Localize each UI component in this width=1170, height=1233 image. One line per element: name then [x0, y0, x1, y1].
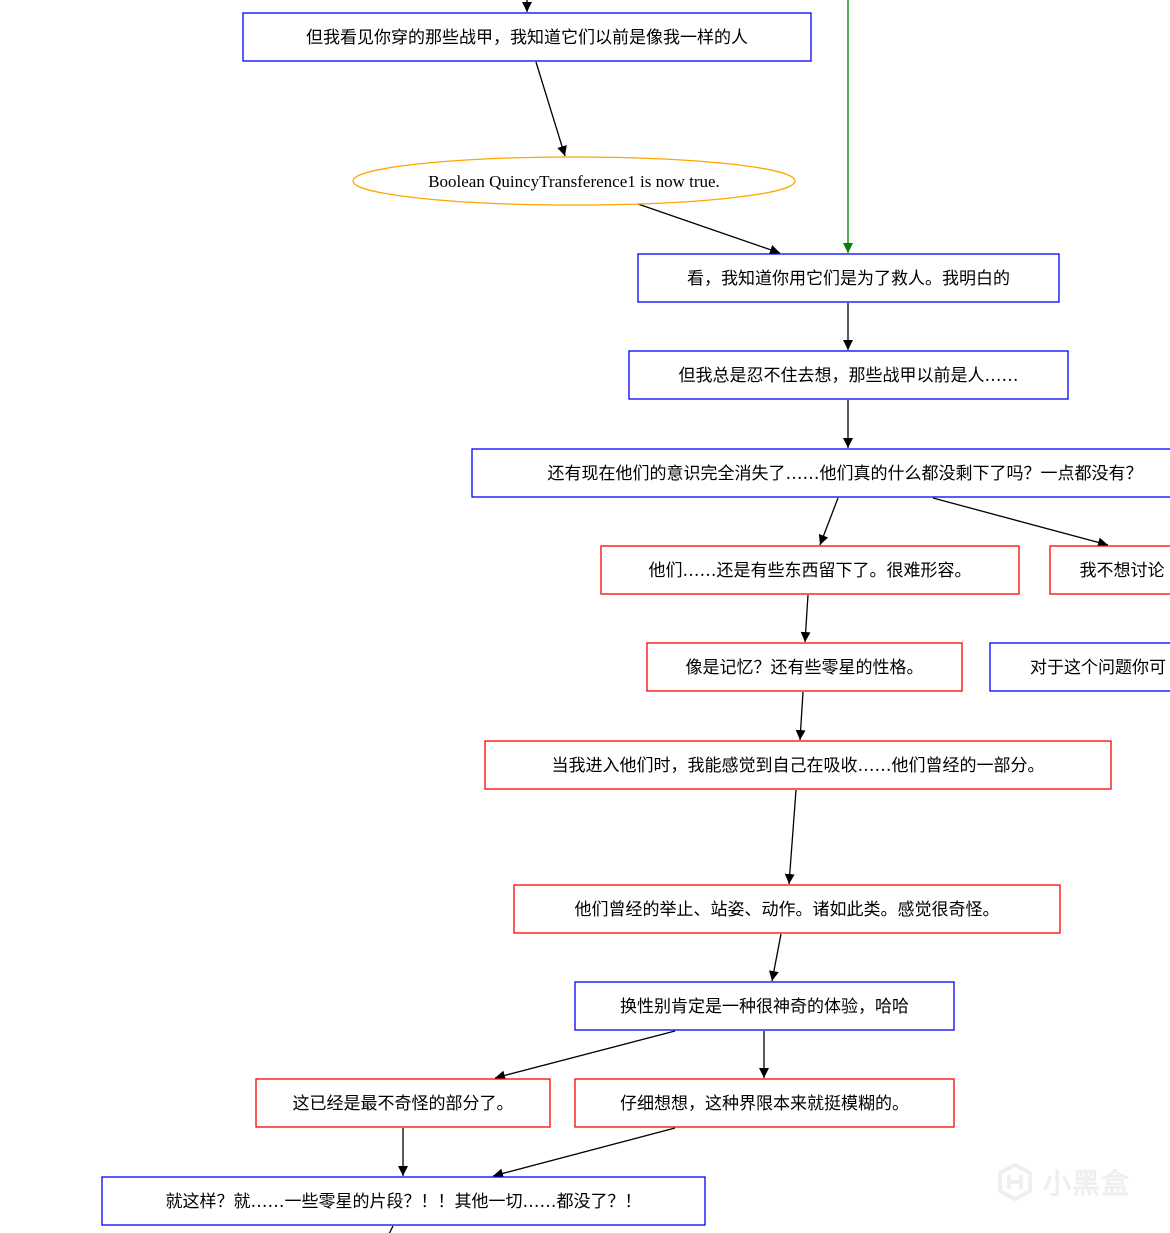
node-label: 他们曾经的举止、站姿、动作。诸如此类。感觉很奇怪。: [575, 900, 1000, 920]
dialogue-node-n12[interactable]: 换性别肯定是一种很神奇的体验，哈哈: [574, 981, 955, 1031]
node-box: [628, 350, 1069, 400]
node-label: 换性别肯定是一种很神奇的体验，哈哈: [620, 997, 909, 1017]
node-label: 但我看见你穿的那些战甲，我知道它们以前是像我一样的人: [306, 28, 748, 48]
node-label: 但我总是忍不住去想，那些战甲以前是人……: [679, 366, 1019, 386]
node-box: [513, 884, 1061, 934]
edge-n14-to-n15: [492, 1127, 676, 1179]
edge-n5-to-n7: [932, 497, 1109, 548]
node-box: [484, 740, 1112, 790]
dialogue-node-n15[interactable]: 就这样？就……一些零星的片段？！！其他一切……都没了？！: [101, 1176, 706, 1226]
edge-n10-to-n11: [784, 789, 797, 885]
edge-n5-to-n6: [818, 497, 839, 546]
node-label: 我不想讨论: [1080, 561, 1165, 581]
edge-n1-to-n2: [535, 61, 567, 157]
dialogue-node-n11[interactable]: 他们曾经的举止、站姿、动作。诸如此类。感觉很奇怪。: [513, 884, 1061, 934]
dialogue-node-n9[interactable]: 对于这个问题你可: [989, 642, 1170, 692]
node-box: [989, 642, 1170, 692]
dialogue-node-n5[interactable]: 还有现在他们的意识完全消失了……他们真的什么都没剩下了吗？一点都没有？: [471, 448, 1170, 498]
node-label: 就这样？就……一些零星的片段？！！其他一切……都没了？！: [166, 1192, 642, 1212]
dialogue-node-n2[interactable]: Boolean QuincyTransference1 is now true.: [352, 156, 796, 206]
edge-n2-to-n3: [637, 203, 781, 255]
node-ellipse: [352, 156, 796, 206]
node-box: [574, 1078, 955, 1128]
node-box: [101, 1176, 706, 1226]
node-label: 对于这个问题你可: [1030, 658, 1166, 678]
xiaoheihe-logo-icon: [998, 1162, 1032, 1202]
watermark-text: 小黑盒: [1043, 1167, 1131, 1200]
node-label: 这已经是最不奇怪的部分了。: [293, 1094, 514, 1114]
watermark: 小黑盒: [995, 1160, 1145, 1204]
dialogue-node-n8[interactable]: 像是记忆？还有些零星的性格。: [646, 642, 963, 692]
node-box: [1049, 545, 1170, 595]
node-box: [574, 981, 955, 1031]
edges-layer: [388, 0, 1109, 1233]
node-box: [600, 545, 1020, 595]
dialogue-node-n3[interactable]: 看，我知道你用它们是为了救人。我明白的: [637, 253, 1060, 303]
node-label: 像是记忆？还有些零星的性格。: [686, 658, 924, 678]
dialogue-node-n13[interactable]: 这已经是最不奇怪的部分了。: [255, 1078, 551, 1128]
node-box: [637, 253, 1060, 303]
dialogue-node-n4[interactable]: 但我总是忍不住去想，那些战甲以前是人……: [628, 350, 1069, 400]
dialogue-node-n10[interactable]: 当我进入他们时，我能感觉到自己在吸收……他们曾经的一部分。: [484, 740, 1112, 790]
dialogue-node-n1[interactable]: 但我看见你穿的那些战甲，我知道它们以前是像我一样的人: [242, 12, 812, 62]
nodes-layer: 但我看见你穿的那些战甲，我知道它们以前是像我一样的人 Boolean Quincy…: [101, 12, 1170, 1226]
node-label: Boolean QuincyTransference1 is now true.: [428, 172, 720, 191]
edge-n8-to-n10: [795, 691, 806, 741]
dialogue-node-n14[interactable]: 仔细想想，这种界限本来就挺模糊的。: [574, 1078, 955, 1128]
node-label: 当我进入他们时，我能感觉到自己在吸收……他们曾经的一部分。: [552, 756, 1045, 776]
edge-n11-to-n12: [768, 933, 782, 982]
node-label: 还有现在他们的意识完全消失了……他们真的什么都没剩下了吗？一点都没有？: [548, 464, 1143, 484]
node-box: [646, 642, 963, 692]
node-label: 仔细想想，这种界限本来就挺模糊的。: [620, 1094, 909, 1114]
edge-n15-to-offscreen-bottom: [388, 1225, 394, 1233]
dialogue-node-n6[interactable]: 他们……还是有些东西留下了。很难形容。: [600, 545, 1020, 595]
node-label: 他们……还是有些东西留下了。很难形容。: [649, 561, 972, 581]
node-box: [242, 12, 812, 62]
node-box: [471, 448, 1170, 498]
edge-n12-to-n13: [494, 1030, 676, 1081]
edge-n6-to-n8: [800, 594, 811, 643]
dialogue-node-n7[interactable]: 我不想讨论: [1049, 545, 1170, 595]
node-label: 看，我知道你用它们是为了救人。我明白的: [687, 269, 1010, 289]
node-box: [255, 1078, 551, 1128]
